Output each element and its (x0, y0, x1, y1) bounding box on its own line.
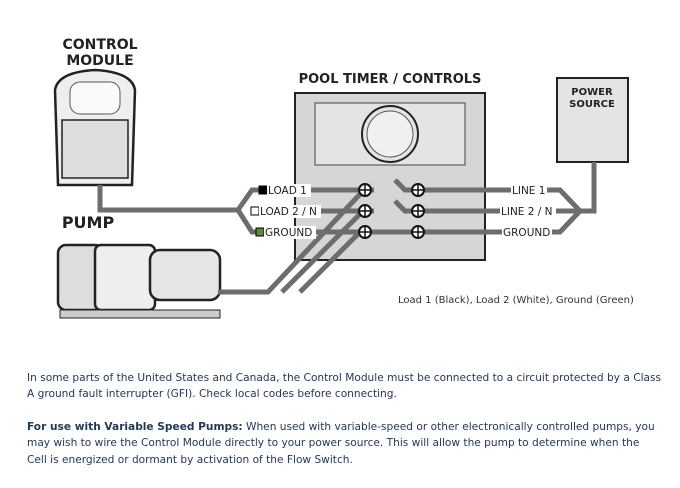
svg-text:LINE 2 / N: LINE 2 / N (501, 206, 553, 218)
timer-label: POOL TIMER / CONTROLS (299, 72, 482, 87)
svg-text:LINE 1: LINE 1 (512, 185, 545, 197)
svg-text:GROUND: GROUND (265, 227, 312, 239)
svg-text:LOAD 1: LOAD 1 (268, 185, 307, 197)
variable-speed-note: For use with Variable Speed Pumps: When … (27, 419, 662, 469)
pump-label: PUMP (62, 213, 115, 232)
svg-text:SOURCE: SOURCE (569, 99, 615, 110)
variable-speed-text: When used with variable-speed or other e… (27, 420, 655, 466)
gfi-note: In some parts of the United States and C… (27, 371, 662, 401)
svg-text:LOAD 2 / N: LOAD 2 / N (260, 206, 317, 218)
line-labels: LINE 1 LINE 2 / N GROUND (500, 184, 556, 239)
svg-text:POWER: POWER (571, 87, 613, 98)
control-module-illustration (53, 68, 137, 187)
wiring-diagram: CONTROL MODULE PUMP POOL TIMER / CONTROL… (53, 37, 629, 319)
load-labels: LOAD 1 LOAD 2 / N GROUND (250, 184, 321, 239)
wire-color-caption: Load 1 (Black), Load 2 (White), Ground (… (398, 295, 634, 306)
control-module-label: CONTROL (62, 37, 137, 53)
variable-speed-heading: For use with Variable Speed Pumps: (27, 420, 243, 433)
power-source-box: POWER SOURCE (556, 77, 629, 163)
pump-illustration (56, 243, 222, 319)
wires (97, 162, 597, 295)
control-module-label-2: MODULE (66, 53, 133, 69)
svg-text:GROUND: GROUND (503, 227, 550, 239)
